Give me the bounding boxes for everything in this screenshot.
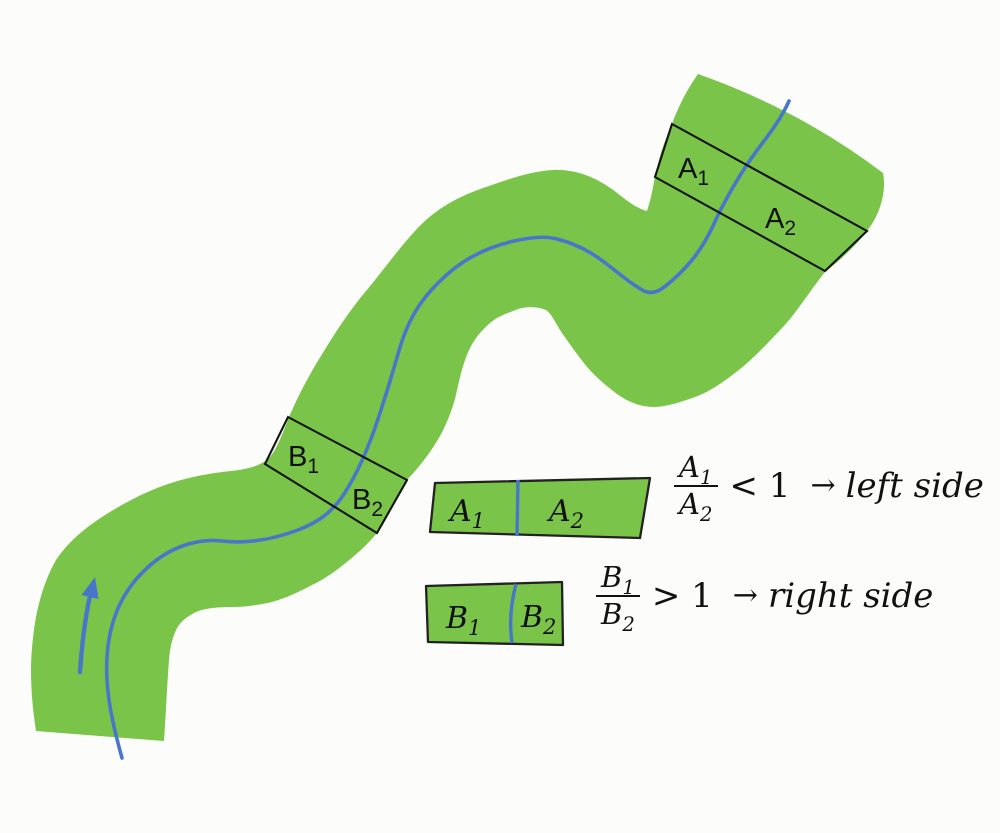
transect-a-outline bbox=[653, 122, 869, 273]
legend-a-centerline bbox=[515, 479, 520, 537]
river-label-b2: B2 bbox=[352, 484, 383, 521]
legend-b-right-label: B2 bbox=[520, 600, 556, 639]
flow-arrow-shaft bbox=[77, 593, 93, 675]
legend-a-left-label: A1 bbox=[447, 494, 485, 533]
formula-a-numerator: A1 bbox=[674, 452, 718, 488]
river-label-b1: B1 bbox=[288, 441, 319, 478]
formula-a-relation: < 1 bbox=[729, 465, 791, 506]
legend-a-outline bbox=[428, 476, 652, 540]
formula-a: A1 A2 < 1 → left side bbox=[674, 452, 984, 527]
legend-b-outline bbox=[424, 580, 565, 647]
transect-b-outline bbox=[263, 415, 409, 535]
flow-arrow-head-icon bbox=[81, 577, 99, 599]
formula-b: B1 B2 > 1 → right side bbox=[596, 562, 934, 637]
river-label-a1: A1 bbox=[678, 153, 709, 190]
formula-b-denominator: B2 bbox=[601, 597, 635, 637]
river-label-a2: A2 bbox=[765, 203, 796, 240]
legend-a-right-label: A2 bbox=[546, 494, 584, 533]
legend-a-shape: A1 A2 bbox=[428, 476, 652, 540]
formula-b-relation: > 1 bbox=[651, 575, 713, 616]
formula-a-conclusion: left side bbox=[845, 465, 984, 506]
formula-a-denominator: A2 bbox=[679, 487, 713, 527]
formula-b-numerator: B1 bbox=[596, 562, 640, 598]
formula-b-implies-arrow-icon: → bbox=[732, 578, 758, 614]
legend-b-left-label: B1 bbox=[445, 601, 481, 640]
formula-b-fraction: B1 B2 bbox=[596, 562, 640, 637]
formula-a-implies-arrow-icon: → bbox=[810, 468, 836, 504]
legend-b-centerline bbox=[508, 583, 518, 644]
river-centerline bbox=[104, 99, 791, 760]
legend-b-shape: B1 B2 bbox=[424, 580, 565, 647]
river-band bbox=[31, 74, 885, 741]
formula-b-conclusion: right side bbox=[767, 575, 934, 616]
formula-a-fraction: A1 A2 bbox=[674, 452, 718, 527]
